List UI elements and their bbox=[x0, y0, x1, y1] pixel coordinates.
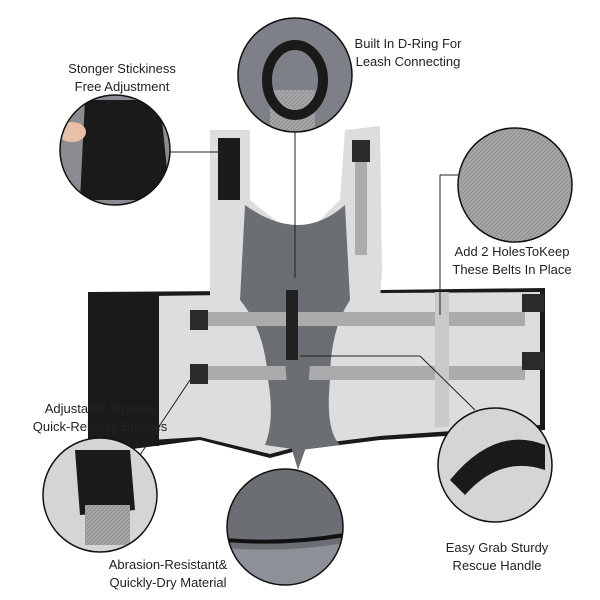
caption-line: Adjustable Straps& bbox=[44, 401, 156, 416]
caption-line: Rescue Handle bbox=[452, 558, 542, 573]
straps-caption: Adjustable Straps& Quick-Release Buckles bbox=[33, 400, 167, 436]
caption-line: Quick-Release Buckles bbox=[32, 419, 168, 434]
callout-lines bbox=[139, 132, 476, 456]
vest bbox=[88, 126, 545, 470]
caption-line: Add 2 HolesToKeep bbox=[454, 244, 570, 259]
velcro-detail-circle bbox=[60, 95, 170, 205]
caption-line: Free Adjustment bbox=[74, 79, 170, 94]
caption-line: Quickly-Dry Material bbox=[109, 575, 227, 590]
caption-line: Stonger Stickiness bbox=[68, 61, 176, 76]
velcro-caption: Stonger Stickiness Free Adjustment bbox=[68, 60, 176, 96]
buckle-detail-circle bbox=[43, 438, 157, 552]
d-ring-detail-circle bbox=[238, 18, 352, 132]
handle-caption: Easy Grab Sturdy Rescue Handle bbox=[446, 539, 549, 575]
d-ring-caption: Built In D-Ring For Leash Connecting bbox=[355, 35, 462, 71]
material-detail-circle bbox=[227, 469, 343, 585]
handle-detail-circle bbox=[438, 408, 552, 522]
fabric-texture-circle bbox=[458, 128, 572, 242]
caption-line: Leash Connecting bbox=[355, 54, 461, 69]
caption-line: Abrasion-Resistant& bbox=[108, 557, 228, 572]
caption-line: These Belts In Place bbox=[452, 262, 572, 277]
caption-line: Built In D-Ring For bbox=[354, 36, 462, 51]
caption-line: Easy Grab Sturdy bbox=[445, 540, 549, 555]
holes-caption: Add 2 HolesToKeep These Belts In Place bbox=[452, 243, 571, 279]
material-caption: Abrasion-Resistant& Quickly-Dry Material bbox=[109, 556, 228, 592]
